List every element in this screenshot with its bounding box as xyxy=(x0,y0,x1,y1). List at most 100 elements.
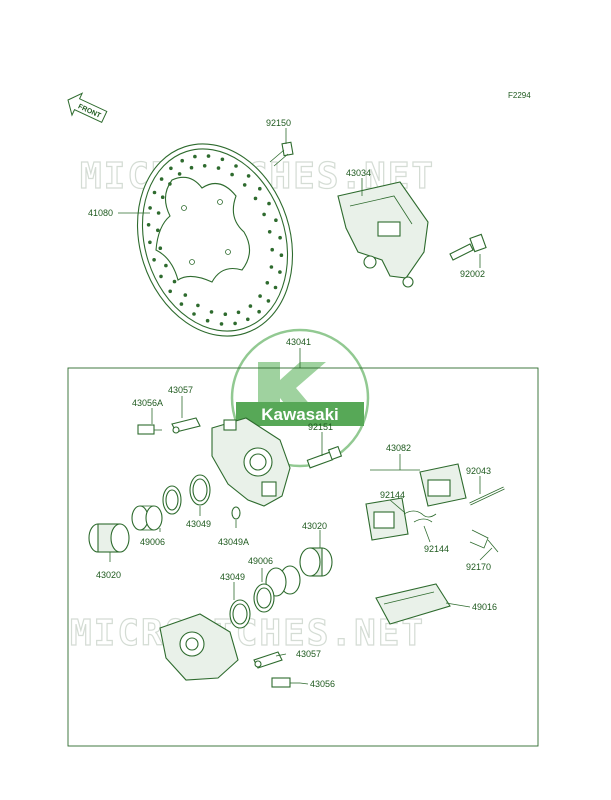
label-92002: 92002 xyxy=(460,269,485,279)
pad-pin-clip xyxy=(469,529,499,553)
logo-text: Kawasaki xyxy=(261,405,339,424)
label-43041: 43041 xyxy=(286,337,311,347)
figure-code: F2294 xyxy=(508,91,531,100)
disc-hole xyxy=(148,206,152,210)
bleeder-cap-top xyxy=(171,417,201,434)
label-43056A: 43056A xyxy=(132,398,163,408)
disc-hole xyxy=(269,265,274,269)
label-43056: 43056 xyxy=(310,679,335,689)
disc-hole xyxy=(273,285,278,290)
label-49006-upper: 49006 xyxy=(140,537,165,547)
disc-hole xyxy=(146,223,151,227)
disc-hole xyxy=(164,263,168,268)
brake-disc xyxy=(136,143,294,337)
disc-bolt xyxy=(269,141,294,167)
disc-hole xyxy=(230,172,234,177)
disc-hole xyxy=(156,228,160,233)
disc-hole xyxy=(257,309,261,314)
disc-hole xyxy=(246,174,251,178)
label-49016: 49016 xyxy=(472,602,497,612)
label-41080: 41080 xyxy=(88,208,113,218)
disc-hole xyxy=(205,318,210,323)
disc-hole xyxy=(253,196,258,201)
label-92150: 92150 xyxy=(266,118,291,128)
disc-hole xyxy=(270,247,275,252)
brake-pad-rear xyxy=(419,463,467,507)
disc-hole xyxy=(172,279,177,284)
disc-hole xyxy=(209,310,214,314)
label-43049A: 43049A xyxy=(218,537,249,547)
bleeder-cap-bottom xyxy=(253,651,283,669)
leader-lines xyxy=(109,128,493,685)
pad-pin xyxy=(469,486,505,506)
label-43034: 43034 xyxy=(346,168,371,178)
caliper-body xyxy=(211,417,291,507)
label-43020-left: 43020 xyxy=(96,570,121,580)
label-43057-top: 43057 xyxy=(168,385,193,395)
pad-spring xyxy=(403,510,437,523)
o-ring xyxy=(231,506,241,520)
disc-hole xyxy=(206,154,211,158)
piston-seal-left-2 xyxy=(189,474,211,506)
disc-hole xyxy=(267,201,271,206)
label-92170: 92170 xyxy=(466,562,491,572)
piston-left xyxy=(88,523,130,553)
label-43057-bottom: 43057 xyxy=(296,649,321,659)
disc-hole xyxy=(274,218,278,222)
disc-hole xyxy=(158,246,163,250)
disc-hole xyxy=(193,154,197,159)
disc-hole xyxy=(160,195,165,199)
bleeder-valve-top xyxy=(137,424,162,435)
disc-hole xyxy=(223,312,228,317)
kawasaki-logo: Kawasaki xyxy=(230,328,370,468)
disc-hole xyxy=(180,158,184,163)
pad-shim xyxy=(375,583,451,625)
disc-hole xyxy=(168,289,172,294)
disc-hole xyxy=(189,165,194,170)
piston-right xyxy=(299,547,333,577)
disc-hole xyxy=(248,304,253,308)
disc-hole xyxy=(246,317,250,322)
disc-hole xyxy=(152,258,156,262)
caliper-body-lower xyxy=(159,613,239,681)
disc-hole xyxy=(156,211,161,215)
disc-hole xyxy=(168,182,172,186)
label-49006-lower: 49006 xyxy=(248,556,273,566)
brake-pad-front xyxy=(365,497,409,541)
disc-hole xyxy=(279,253,284,257)
piston-seal-right-2 xyxy=(229,599,251,629)
disc-hole xyxy=(266,299,271,303)
bracket-bolt xyxy=(449,233,487,261)
disc-hole xyxy=(202,164,207,168)
disc-hole xyxy=(258,186,262,191)
disc-hole xyxy=(219,322,224,326)
bleeder-valve-bottom xyxy=(271,677,300,688)
label-92151: 92151 xyxy=(308,422,333,432)
disc-hole xyxy=(159,177,164,181)
disc-hole xyxy=(196,303,200,308)
disc-hole xyxy=(265,281,270,285)
disc-hole xyxy=(234,164,238,168)
disc-hole xyxy=(192,312,196,316)
piston-seal-left xyxy=(162,485,182,515)
caliper-assembly-frame xyxy=(67,367,539,747)
pin-bolt xyxy=(306,445,343,469)
disc-hole xyxy=(220,157,225,162)
caliper-bracket xyxy=(337,181,429,288)
disc-hole xyxy=(278,235,282,240)
disc-hole xyxy=(159,274,163,279)
disc-hole xyxy=(179,302,184,306)
disc-hole xyxy=(242,183,247,187)
disc-hole xyxy=(278,270,282,274)
disc-hole xyxy=(216,166,221,170)
label-43049-upper: 43049 xyxy=(186,519,211,529)
disc-hole xyxy=(148,240,152,245)
dust-seal-left xyxy=(131,505,163,531)
disc-hole xyxy=(233,321,237,326)
front-arrow-icon: FRONT xyxy=(67,92,108,124)
part-labels: 92150 43034 41080 92002 43041 43057 4305… xyxy=(88,118,497,689)
disc-hole xyxy=(262,212,266,217)
disc-hole xyxy=(236,310,241,315)
disc-hole xyxy=(183,293,188,297)
